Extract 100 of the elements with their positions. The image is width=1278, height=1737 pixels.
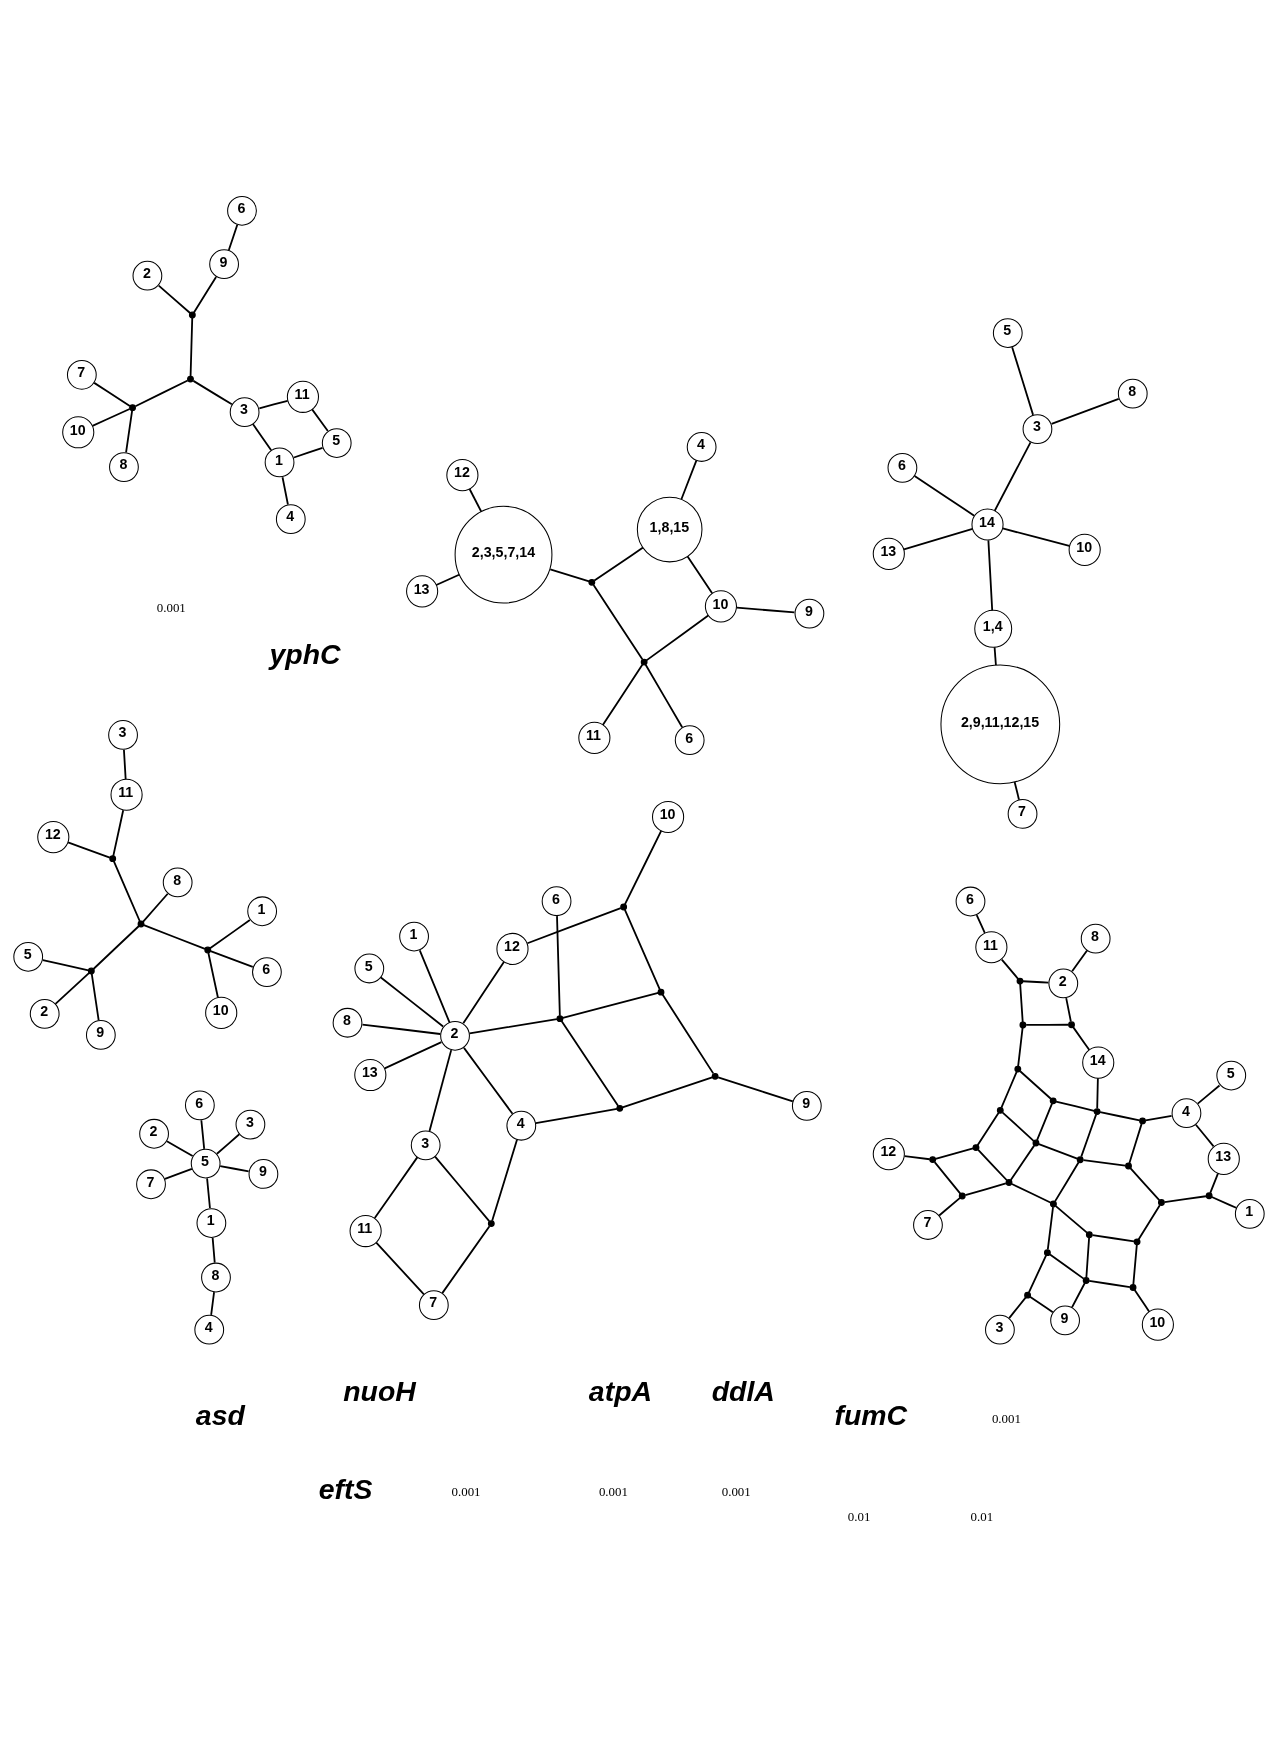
node-circle: 7	[66, 359, 97, 390]
connector	[621, 1076, 714, 1109]
connector	[1196, 1084, 1221, 1105]
node-circle: 13	[872, 537, 905, 570]
connector	[1021, 980, 1050, 984]
connector	[383, 1041, 443, 1070]
node-circle: 13	[406, 575, 439, 608]
connector	[1099, 1111, 1141, 1122]
connector	[1028, 1254, 1047, 1294]
connector	[560, 1020, 619, 1107]
connector	[1132, 1244, 1138, 1286]
connector	[1029, 1295, 1054, 1314]
node-point	[958, 1192, 966, 1200]
connector	[975, 914, 986, 934]
connector	[964, 1182, 1007, 1197]
connector	[903, 1155, 931, 1161]
connector	[373, 1156, 419, 1219]
connector	[1210, 1196, 1238, 1209]
connector	[216, 1133, 241, 1155]
connector	[987, 539, 994, 612]
connector	[418, 949, 451, 1023]
node-circle: 6	[887, 452, 918, 483]
connector	[361, 1023, 442, 1035]
node-point	[1076, 1156, 1084, 1164]
connector	[193, 276, 217, 314]
node-point	[188, 311, 196, 319]
connector	[379, 976, 444, 1028]
connector	[549, 568, 590, 583]
node-circle: 8	[1080, 923, 1111, 954]
node-point	[1129, 1284, 1137, 1291]
node-point	[657, 988, 665, 996]
connector	[462, 961, 505, 1025]
node-circle: 2	[440, 1020, 470, 1051]
node-circle: 8	[332, 1007, 363, 1038]
node-circle: 11	[975, 931, 1008, 964]
node-point	[1082, 1277, 1090, 1284]
label: 0.01	[970, 1508, 994, 1524]
connector	[686, 555, 714, 595]
connector	[1072, 1026, 1091, 1051]
connector	[1036, 1102, 1053, 1142]
connector	[209, 950, 254, 968]
node-point	[929, 1156, 937, 1164]
node-circle: 8	[109, 452, 139, 482]
node-point	[1005, 1179, 1013, 1186]
connector	[210, 1291, 215, 1316]
node-circle: 1,4	[974, 609, 1013, 648]
label: 0.001	[721, 1484, 751, 1500]
node-point	[1024, 1291, 1031, 1299]
connector	[592, 584, 644, 661]
connector	[1065, 997, 1072, 1023]
node-point	[1093, 1108, 1101, 1115]
node-circle: 2	[1048, 968, 1079, 999]
connector	[1000, 1070, 1018, 1109]
node-point	[204, 946, 212, 954]
connector	[468, 1018, 558, 1035]
node-point	[1085, 1231, 1093, 1239]
connector	[593, 546, 644, 582]
connector	[1013, 781, 1020, 801]
node-point	[87, 967, 95, 975]
connector	[933, 1161, 962, 1195]
connector	[112, 809, 125, 857]
node-circle: 12	[446, 459, 479, 492]
connector	[534, 1107, 618, 1125]
node-circle: 13	[354, 1058, 387, 1092]
label: yphC	[269, 637, 341, 670]
node-point	[1205, 1192, 1213, 1200]
node-circle: 3	[1022, 414, 1053, 444]
connector	[258, 399, 289, 410]
connector	[434, 1155, 491, 1222]
connector	[993, 441, 1032, 512]
node-point	[1158, 1199, 1165, 1206]
node-point	[1133, 1238, 1141, 1246]
connector	[463, 1047, 514, 1115]
connector	[680, 459, 698, 501]
connector	[1209, 1172, 1219, 1194]
connector	[1019, 983, 1024, 1023]
node-circle: 8	[201, 1262, 231, 1293]
connector	[717, 1076, 794, 1103]
node-circle: 10	[704, 590, 737, 623]
connector	[1008, 1296, 1027, 1319]
connector	[91, 408, 131, 427]
node-circle: 10	[1068, 533, 1101, 566]
node-circle: 1	[399, 921, 429, 952]
connector	[1133, 1289, 1150, 1313]
connector	[1025, 1023, 1070, 1026]
node-circle: 11	[349, 1214, 382, 1248]
label: fumC	[834, 1399, 908, 1432]
node-circle: 12	[37, 821, 70, 854]
connector	[624, 830, 663, 906]
connector	[913, 475, 976, 517]
connector	[166, 1140, 194, 1157]
node-circle: 6	[541, 886, 572, 917]
node-point	[187, 375, 194, 383]
connector	[644, 663, 684, 729]
node-point	[1032, 1139, 1040, 1147]
connector	[113, 860, 141, 923]
connector	[375, 1241, 425, 1296]
connector	[227, 223, 239, 251]
node-circle: 8	[162, 867, 193, 898]
connector	[735, 606, 796, 614]
